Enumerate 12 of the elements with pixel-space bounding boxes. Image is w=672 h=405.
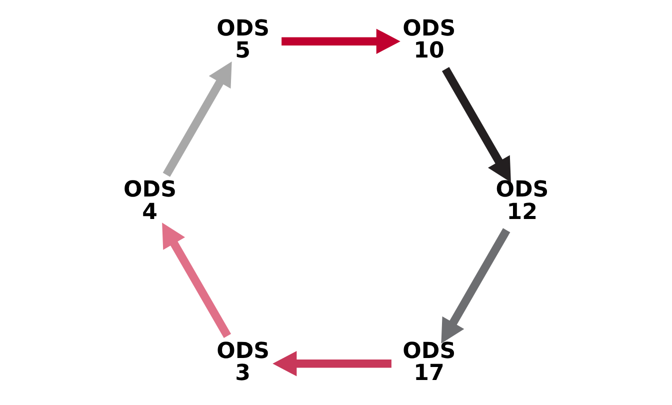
node-text: ODS 4 [123, 178, 176, 225]
arrow [272, 351, 391, 376]
node-text: ODS 5 [216, 16, 269, 64]
arrow [440, 228, 510, 344]
arrow [441, 66, 510, 182]
node-text: ODS 3 [216, 338, 269, 386]
node-text: ODS 10 [402, 16, 456, 64]
arrow [162, 222, 231, 338]
node-text: ODS 17 [402, 338, 456, 386]
arrow [162, 62, 232, 177]
arrow [281, 28, 400, 54]
node-text: ODS 12 [495, 178, 548, 225]
